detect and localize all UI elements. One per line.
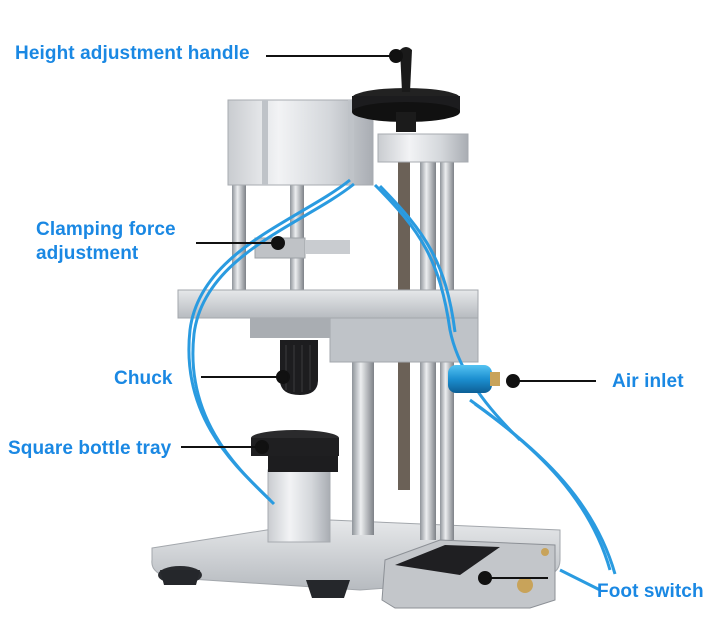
handwheel [352, 47, 460, 132]
label-clamping-force-line1: Clamping force [36, 219, 176, 240]
leader-lines [181, 49, 596, 585]
label-foot-switch: Foot switch [597, 581, 704, 602]
bottle-tray [251, 430, 339, 543]
label-air-inlet: Air inlet [612, 371, 684, 392]
chuck [280, 340, 318, 395]
label-square-bottle-tray: Square bottle tray [8, 438, 172, 459]
top-cylinder [227, 99, 374, 186]
main-plate [177, 289, 479, 363]
wheel-bracket [377, 133, 469, 163]
label-height-adjustment-handle: Height adjustment handle [15, 43, 250, 64]
label-clamping-force-line2: adjustment [36, 243, 139, 264]
air-tubes [187, 178, 617, 592]
foot-switch [381, 539, 556, 609]
air-inlet-fitting [448, 365, 500, 393]
clamping-bar [305, 240, 350, 254]
label-chuck: Chuck [114, 368, 173, 389]
